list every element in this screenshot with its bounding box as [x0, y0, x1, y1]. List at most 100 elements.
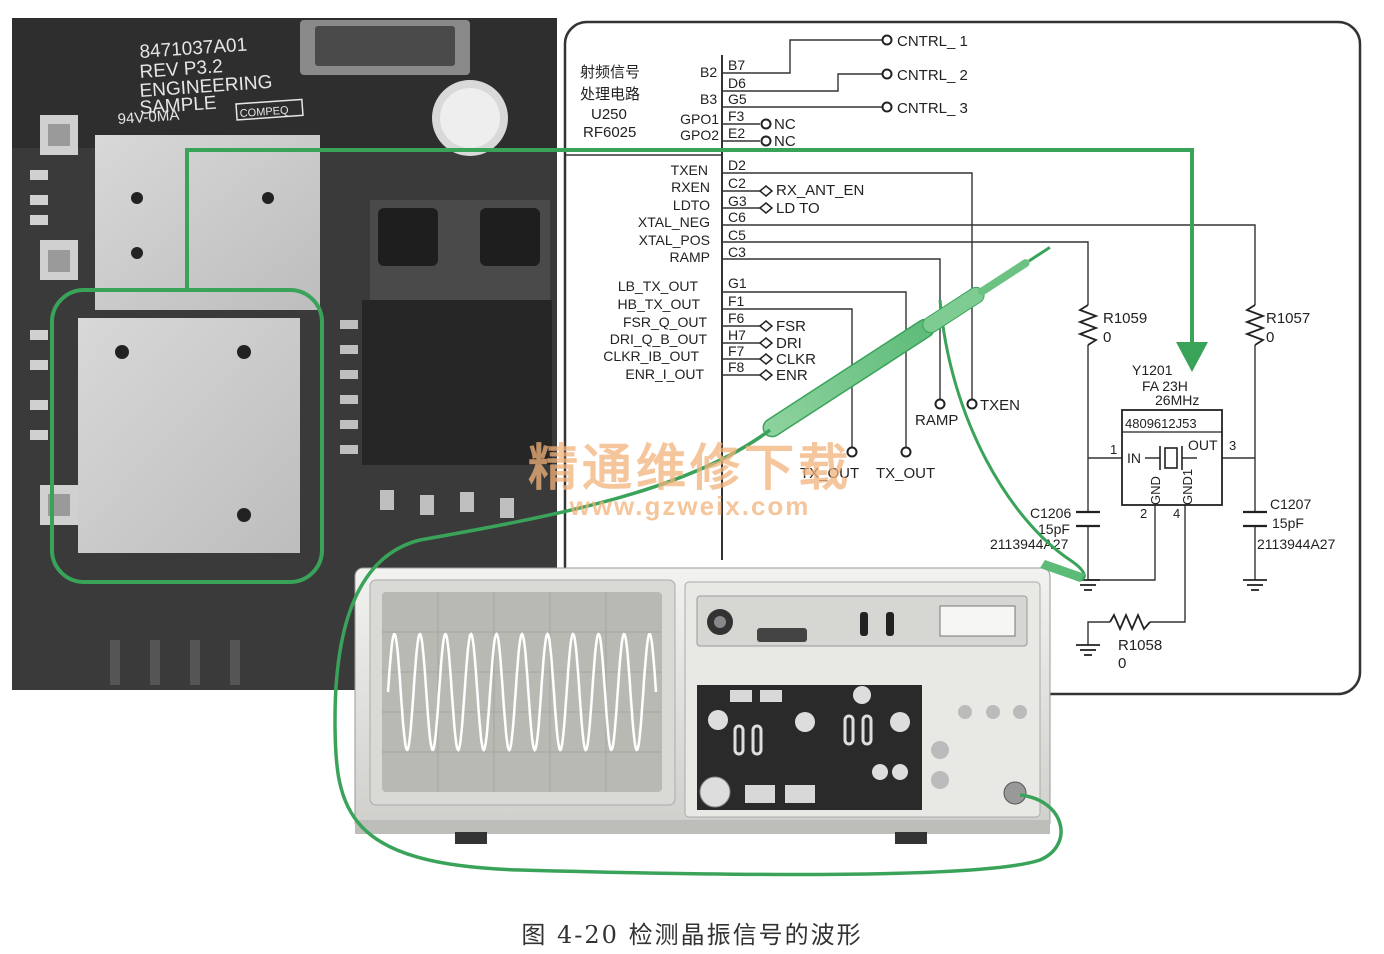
- pin-num: F1: [728, 293, 745, 309]
- net-rx-ant-en: RX_ANT_EN: [776, 182, 864, 199]
- net-tx-out2: TX_OUT: [876, 465, 935, 482]
- scope-knob[interactable]: [708, 710, 728, 730]
- scope-knob[interactable]: [892, 764, 908, 780]
- ic-pins: B7 B2 D6 B3 G5 F3 E2 D2 C2 G3 C6 C5 C3 G…: [700, 57, 747, 375]
- c1207-val: 15pF: [1272, 515, 1304, 531]
- scope-knob[interactable]: [795, 712, 815, 732]
- figure-caption: 图 4-20 检测晶振信号的波形: [521, 921, 863, 949]
- r1057-ref: R1057: [1266, 310, 1310, 327]
- watermark-cn: 精通维修下载: [528, 439, 852, 497]
- pin-num: B2: [700, 64, 717, 80]
- probe-cable: [333, 428, 1063, 877]
- ic-ref: U250: [591, 106, 627, 123]
- scope-probe[interactable]: [760, 240, 1055, 440]
- pin-label: RXEN: [671, 179, 710, 195]
- pin-label: HB_TX_OUT: [618, 296, 701, 312]
- resistor-r1058: [1109, 612, 1151, 632]
- silk-logo: COMPEQ: [239, 105, 289, 120]
- crystal-pin-gnd1: GND1: [1180, 469, 1195, 505]
- pin-num: F8: [728, 359, 745, 375]
- pin-num: C3: [728, 244, 746, 260]
- pin-num: B3: [700, 91, 717, 107]
- scope-knob[interactable]: [890, 712, 910, 732]
- r1058-ref: R1058: [1118, 637, 1162, 654]
- net-cntrl2: CNTRL_ 2: [897, 67, 968, 84]
- ground-clip: [1040, 560, 1085, 582]
- silk-rating: 94V-0MA: [117, 107, 180, 128]
- capacitors: [1076, 510, 1267, 528]
- net-tx-out1: TX_OUT: [800, 465, 859, 482]
- c1206-ref: C1206: [1030, 505, 1071, 521]
- pin-num: D2: [728, 157, 746, 173]
- scope-knob[interactable]: [986, 705, 1000, 719]
- pin-num: F6: [728, 310, 745, 326]
- net-labels: CNTRL_ 1 CNTRL_ 2 CNTRL_ 3 NC NC RX_ANT_…: [774, 33, 1020, 482]
- toggle-switch[interactable]: [860, 612, 868, 636]
- pin-label: DRI_Q_B_OUT: [610, 331, 708, 347]
- pin-num: E2: [728, 125, 745, 141]
- pin-num: F3: [728, 108, 745, 124]
- scope-knobs[interactable]: [699, 686, 1027, 808]
- pcb-photo: 8471037A01 REV P3.2 ENGINEERING SAMPLE 9…: [12, 18, 557, 690]
- crystal-pin-out: OUT: [1188, 437, 1218, 453]
- scope-knob[interactable]: [853, 686, 871, 704]
- net-fsr: FSR: [776, 318, 806, 335]
- pin-label: TXEN: [671, 162, 708, 178]
- scope-knob[interactable]: [958, 705, 972, 719]
- rf-shield-upper: [95, 135, 320, 310]
- crystal-num3: 3: [1229, 438, 1236, 453]
- callout-line: [185, 148, 1194, 352]
- crystal-y1201: [1121, 409, 1223, 506]
- resistor-r1059: [1077, 304, 1099, 346]
- capacitor-c1207: [1243, 510, 1267, 528]
- crystal-freq: 26MHz: [1155, 392, 1199, 408]
- resistor-labels: R1059 0 R1057 0 R1058 0: [1103, 310, 1310, 672]
- schematic: 射频信号 处理电路 U250 RF6025 B7 B2 D6 B3 G5 F3 …: [563, 20, 1362, 696]
- pin-num: C6: [728, 209, 746, 225]
- ic-name-line1: 射频信号: [580, 64, 640, 81]
- crystal-num4: 4: [1173, 506, 1180, 521]
- capacitor-labels: C1206 15pF 2113944A27 C1207 15pF 2113944…: [990, 496, 1336, 552]
- scope-knob[interactable]: [1013, 705, 1027, 719]
- net-enr: ENR: [776, 367, 808, 384]
- r1058-val: 0: [1118, 655, 1126, 672]
- scope-knob[interactable]: [872, 764, 888, 780]
- r1059-ref: R1059: [1103, 310, 1147, 327]
- pin-num: C2: [728, 175, 746, 191]
- resistors: [1077, 304, 1266, 632]
- watermark: 精通维修下载 www.gzweix.com: [528, 439, 852, 521]
- pin-num: D6: [728, 75, 746, 91]
- crystal-num2: 2: [1140, 506, 1147, 521]
- pin-label: XTAL_POS: [639, 232, 710, 248]
- oscilloscope: [354, 567, 1051, 844]
- pin-label: GPO1: [680, 111, 719, 127]
- crystal-ref: Y1201: [1132, 362, 1173, 378]
- port-markers: [758, 185, 774, 381]
- scope-knob[interactable]: [931, 771, 949, 789]
- net-cntrl1: CNTRL_ 1: [897, 33, 968, 50]
- c1207-ref: C1207: [1270, 496, 1311, 512]
- net-cntrl3: CNTRL_ 3: [897, 100, 968, 117]
- pin-label: CLKR_IB_OUT: [603, 348, 699, 364]
- ic-name-line2: 处理电路: [580, 86, 640, 103]
- smd-components: [30, 115, 78, 525]
- scope-knob[interactable]: [931, 741, 949, 759]
- c1207-part: 2113944A27: [1257, 536, 1336, 552]
- crystal-type: FA 23H: [1142, 378, 1188, 394]
- probe-input-connector[interactable]: [1003, 781, 1027, 805]
- net-ramp: RAMP: [915, 412, 958, 429]
- crystal-part: 4809612J53: [1125, 416, 1197, 431]
- resistor-r1057: [1244, 304, 1266, 346]
- crystal-pin-gnd: GND: [1148, 476, 1163, 505]
- toggle-switch[interactable]: [886, 612, 894, 636]
- pcb-ic-chip: [362, 300, 552, 465]
- ground-lead-wire: [938, 299, 1086, 582]
- ic-pin-labels: GPO1 GPO2 TXEN RXEN LDTO XTAL_NEG XTAL_P…: [603, 111, 719, 382]
- c1206-val: 15pF: [1038, 521, 1070, 537]
- net-nc1: NC: [774, 116, 796, 133]
- scope-knob[interactable]: [699, 776, 731, 808]
- net-ld-to: LD TO: [776, 200, 820, 217]
- pin-num: B7: [728, 57, 745, 73]
- net-clkr: CLKR: [776, 351, 816, 368]
